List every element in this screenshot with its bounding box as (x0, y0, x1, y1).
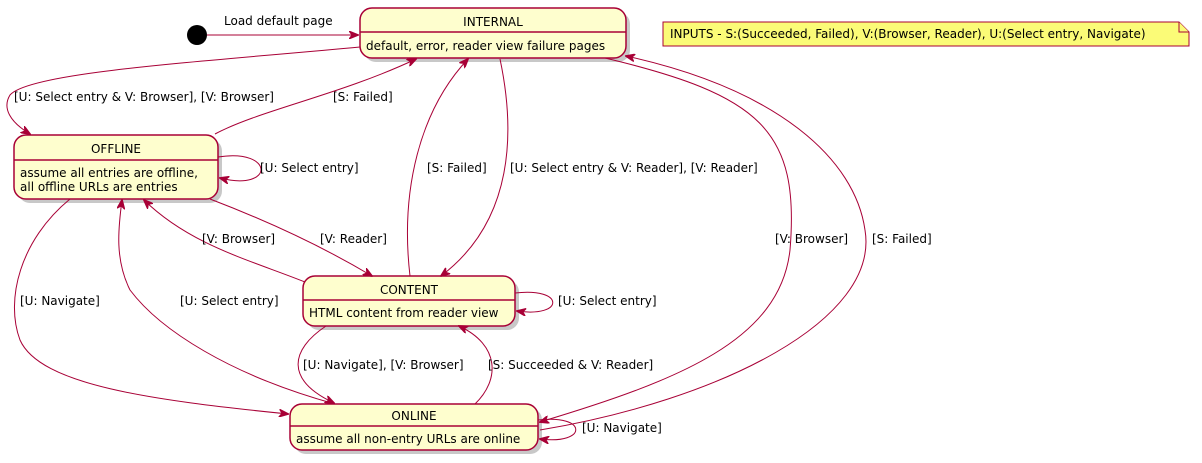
state-name: CONTENT (380, 283, 439, 297)
edge-content-to-online (297, 325, 334, 403)
edge-offline-to-internal (214, 59, 416, 135)
edge-label: [S: Failed] (872, 232, 932, 246)
edge-label: [U: Select entry] (558, 294, 657, 308)
inputs-note: INPUTS - S:(Succeeded, Failed), V:(Brows… (662, 21, 1190, 47)
state-desc-line: HTML content from reader view (309, 306, 499, 320)
state-name: INTERNAL (463, 15, 523, 29)
edge-label: [V: Browser] (775, 232, 848, 246)
edge-internal-to-offline (6, 46, 361, 134)
edge-offline-self (217, 155, 262, 181)
state-desc-line: assume all non-entry URLs are online (296, 432, 520, 446)
edge-label: [U: Select entry & V: Reader], [V: Reade… (510, 161, 758, 175)
state-internal: INTERNAL default, error, reader view fai… (359, 7, 630, 62)
edge-label: [S: Failed] (427, 161, 487, 175)
state-name: ONLINE (391, 409, 436, 423)
start-node (187, 25, 207, 45)
edge-offline-to-content (209, 198, 372, 276)
edge-label-start: Load default page (224, 14, 333, 28)
edge-internal-to-content (441, 58, 509, 276)
edge-content-self (514, 291, 554, 312)
edge-online-to-offline (119, 200, 336, 405)
edge-internal-to-online (540, 57, 792, 422)
edge-label: [U: Navigate] (20, 294, 100, 308)
state-online: ONLINE assume all non-entry URLs are onl… (289, 403, 542, 454)
edge-label: [U: Select entry & V: Browser], [V: Brow… (14, 90, 274, 104)
state-desc-line: default, error, reader view failure page… (366, 39, 605, 53)
state-offline: OFFLINE assume all entries are offline, … (13, 134, 222, 203)
edge-label: [V: Browser] (202, 232, 275, 246)
edge-label: [S: Succeeded & V: Reader] (488, 358, 653, 372)
edge-label: [V: Reader] (320, 232, 387, 246)
edge-online-to-internal (539, 56, 867, 431)
state-desc-line: assume all entries are offline, (20, 166, 198, 180)
edge-offline-to-online (14, 198, 288, 414)
edge-label: [S: Failed] (333, 90, 393, 104)
edge-online-self (537, 418, 577, 440)
edge-label: [U: Navigate], [V: Browser] (303, 358, 464, 372)
edge-content-to-offline (144, 200, 306, 283)
state-content: CONTENT HTML content from reader view (302, 275, 519, 330)
edge-content-to-internal (407, 59, 468, 277)
edge-label: [U: Select entry] (180, 294, 279, 308)
edge-label: [U: Select entry] (260, 161, 359, 175)
edge-label: [U: Navigate] (582, 421, 662, 435)
edge-online-to-content (459, 326, 493, 405)
note-text: INPUTS - S:(Succeeded, Failed), V:(Brows… (670, 27, 1146, 41)
state-desc-line: all offline URLs are entries (20, 180, 178, 194)
state-name: OFFLINE (91, 142, 141, 156)
